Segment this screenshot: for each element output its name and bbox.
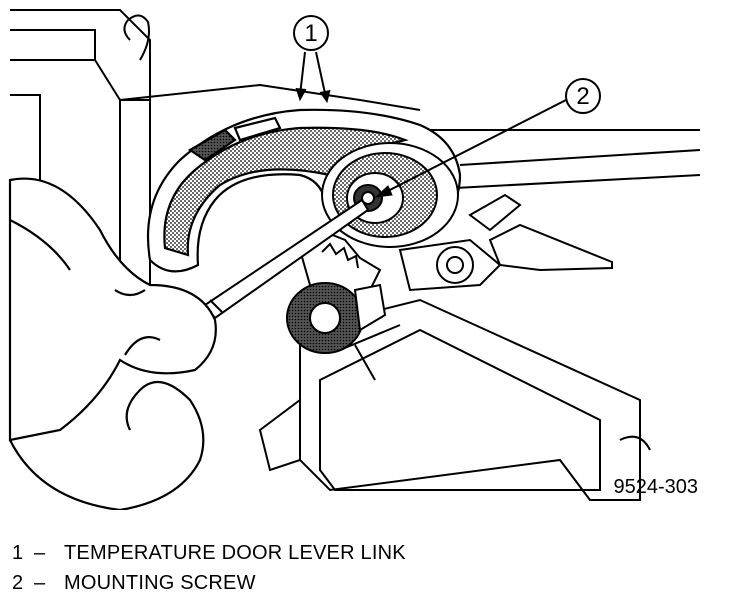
callout-2-arrowhead bbox=[374, 185, 393, 198]
hand bbox=[8, 177, 217, 510]
legend-item-1-text: TEMPERATURE DOOR LEVER LINK bbox=[64, 542, 406, 564]
pivot-bracket bbox=[398, 193, 613, 292]
technical-illustration: 1 2 9524-303 bbox=[8, 9, 701, 510]
gear-sector bbox=[286, 228, 387, 354]
callout-1-leader-b bbox=[315, 51, 327, 99]
legend-item-2-separator: – bbox=[34, 572, 46, 594]
callout-2-leader bbox=[377, 99, 567, 197]
callout-1-leader-a bbox=[299, 51, 306, 96]
figure-id: 9524-303 bbox=[613, 476, 698, 498]
callout-2-circle bbox=[565, 78, 601, 114]
rail-lines bbox=[400, 129, 701, 189]
legend-item-2-text: MOUNTING SCREW bbox=[64, 572, 256, 594]
callout-1-arrowhead-a bbox=[295, 87, 307, 102]
callout-1-circle bbox=[293, 15, 329, 51]
duct-housing bbox=[258, 298, 651, 501]
legend-item-1: 1 – TEMPERATURE DOOR LEVER LINK bbox=[12, 538, 732, 568]
legend-item-2: 2 – MOUNTING SCREW bbox=[12, 568, 732, 598]
callout-2: 2 bbox=[374, 78, 601, 198]
callout-2-number: 2 bbox=[576, 83, 589, 110]
illustration-drawing: 1 2 9524-303 bbox=[8, 9, 701, 510]
legend-item-1-number: 1 bbox=[12, 542, 24, 564]
legend: 1 – TEMPERATURE DOOR LEVER LINK 2 – MOUN… bbox=[12, 538, 732, 598]
callout-1-arrowhead-b bbox=[319, 89, 331, 104]
legend-item-2-number: 2 bbox=[12, 572, 24, 594]
callout-1-number: 1 bbox=[304, 20, 317, 47]
callout-1: 1 bbox=[293, 15, 331, 104]
legend-item-1-separator: – bbox=[34, 542, 46, 564]
